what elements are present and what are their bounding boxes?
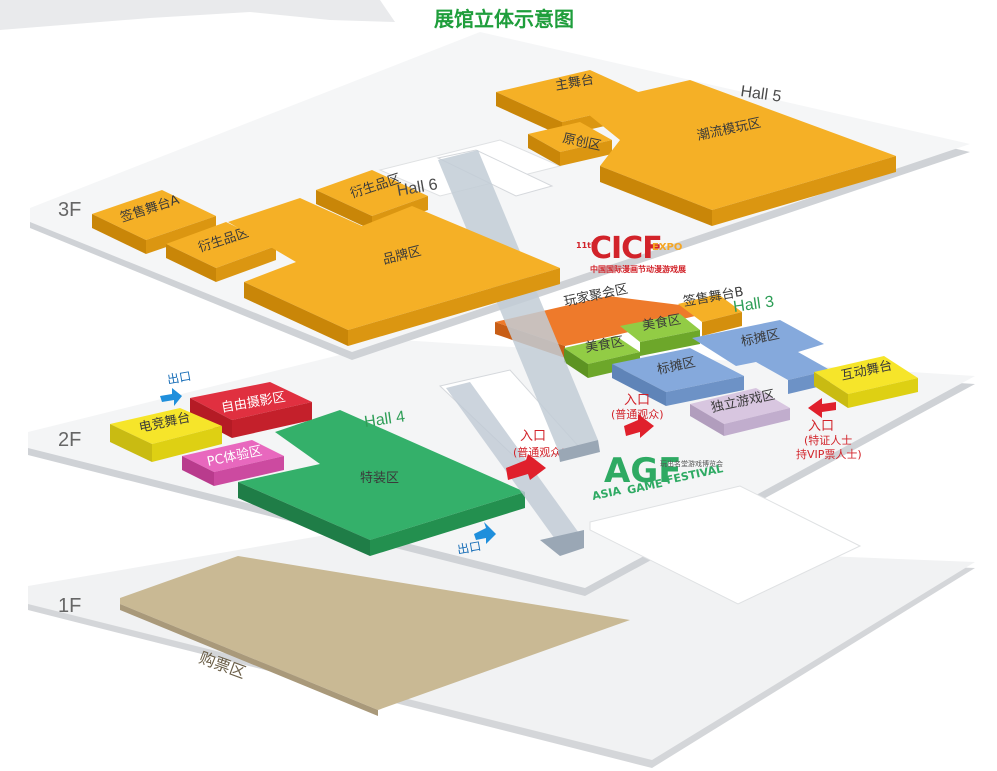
hall-5-label: Hall 5: [739, 83, 782, 106]
zone-booth-2[interactable]: 标摊区: [692, 320, 830, 394]
entrance-general-center[interactable]: 入口 (普通观众): [611, 393, 664, 438]
entrance-general-center-note: (普通观众): [611, 407, 664, 421]
cicf-logo-edition: 11th: [576, 241, 597, 250]
exit-bottom-label: 出口: [456, 539, 482, 557]
hall-3-label: Hall 3: [732, 293, 775, 316]
zone-original[interactable]: 原创区: [528, 122, 612, 166]
zone-food-1-label: 美食区: [641, 311, 682, 334]
floor-label-3f: 3F: [58, 199, 81, 221]
zone-special-outfit-label: 特装区: [360, 471, 399, 486]
escalator-3f-2f: [438, 150, 600, 462]
hall-6-label: Hall 6: [396, 176, 439, 200]
entrance-special[interactable]: 入口 (特证人士 持VIP票人士): [796, 398, 862, 461]
zone-food-2-label: 美食区: [584, 333, 625, 356]
zone-booth-1[interactable]: 标摊区: [612, 348, 744, 406]
zone-derivative-left[interactable]: 衍生品区: [166, 222, 276, 282]
agf-logo-asia: ASIA: [591, 484, 623, 503]
entrance-general-center-label: 入口: [624, 393, 650, 408]
zone-interactive-stage[interactable]: 互动舞台: [814, 356, 918, 408]
zone-food-2[interactable]: 美食区: [564, 333, 640, 378]
entrance-general-left[interactable]: 入口 (普通观众): [506, 429, 566, 480]
exit-bottom[interactable]: 出口: [456, 522, 496, 557]
zone-trend-model[interactable]: 潮流模玩区: [578, 80, 896, 226]
zone-special-outfit[interactable]: 特装区: [238, 410, 525, 556]
agf-logo-caption: 玩出名堂游戏博览会: [660, 459, 723, 468]
entrance-general-left-note: (普通观众): [513, 445, 566, 459]
background-decoration: [0, 0, 395, 30]
zone-photo[interactable]: 自由摄影区: [190, 382, 312, 438]
cicf-logo-main: CICF: [590, 231, 662, 266]
floor-label-2f: 2F: [58, 429, 81, 451]
zone-signing-a[interactable]: 签售舞台A: [92, 190, 216, 254]
zone-ticketing[interactable]: [120, 556, 630, 710]
cicf-logo-expo: EXPO: [652, 242, 682, 253]
hall-4-label: Hall 4: [363, 408, 406, 431]
exit-top-left[interactable]: 出口: [160, 369, 192, 406]
zone-indie-games[interactable]: 独立游戏区: [690, 388, 790, 436]
entrance-special-note-2: 持VIP票人士): [796, 447, 862, 461]
agf-logo-main: AGF: [604, 451, 681, 491]
cicf-logo: 11th CICF EXPO 中国国际漫画节动漫游戏展: [576, 231, 686, 274]
cicf-logo-caption: 中国国际漫画节动漫游戏展: [590, 264, 686, 274]
floor-label-1f: 1F: [58, 595, 81, 617]
entrance-general-left-label: 入口: [520, 429, 546, 444]
hall-2f-right-plate: [589, 485, 862, 605]
entrance-special-label: 入口: [808, 419, 834, 434]
zone-main-stage-label: 主舞台: [554, 72, 595, 94]
zone-brand[interactable]: 品牌区: [228, 198, 560, 346]
page-title: 展馆立体示意图: [434, 7, 574, 31]
zone-food-1[interactable]: 美食区: [620, 311, 700, 356]
escalator-2f-1f: [446, 382, 584, 556]
entrance-special-note-1: (特证人士: [804, 433, 852, 447]
exit-top-left-label: 出口: [166, 369, 192, 387]
